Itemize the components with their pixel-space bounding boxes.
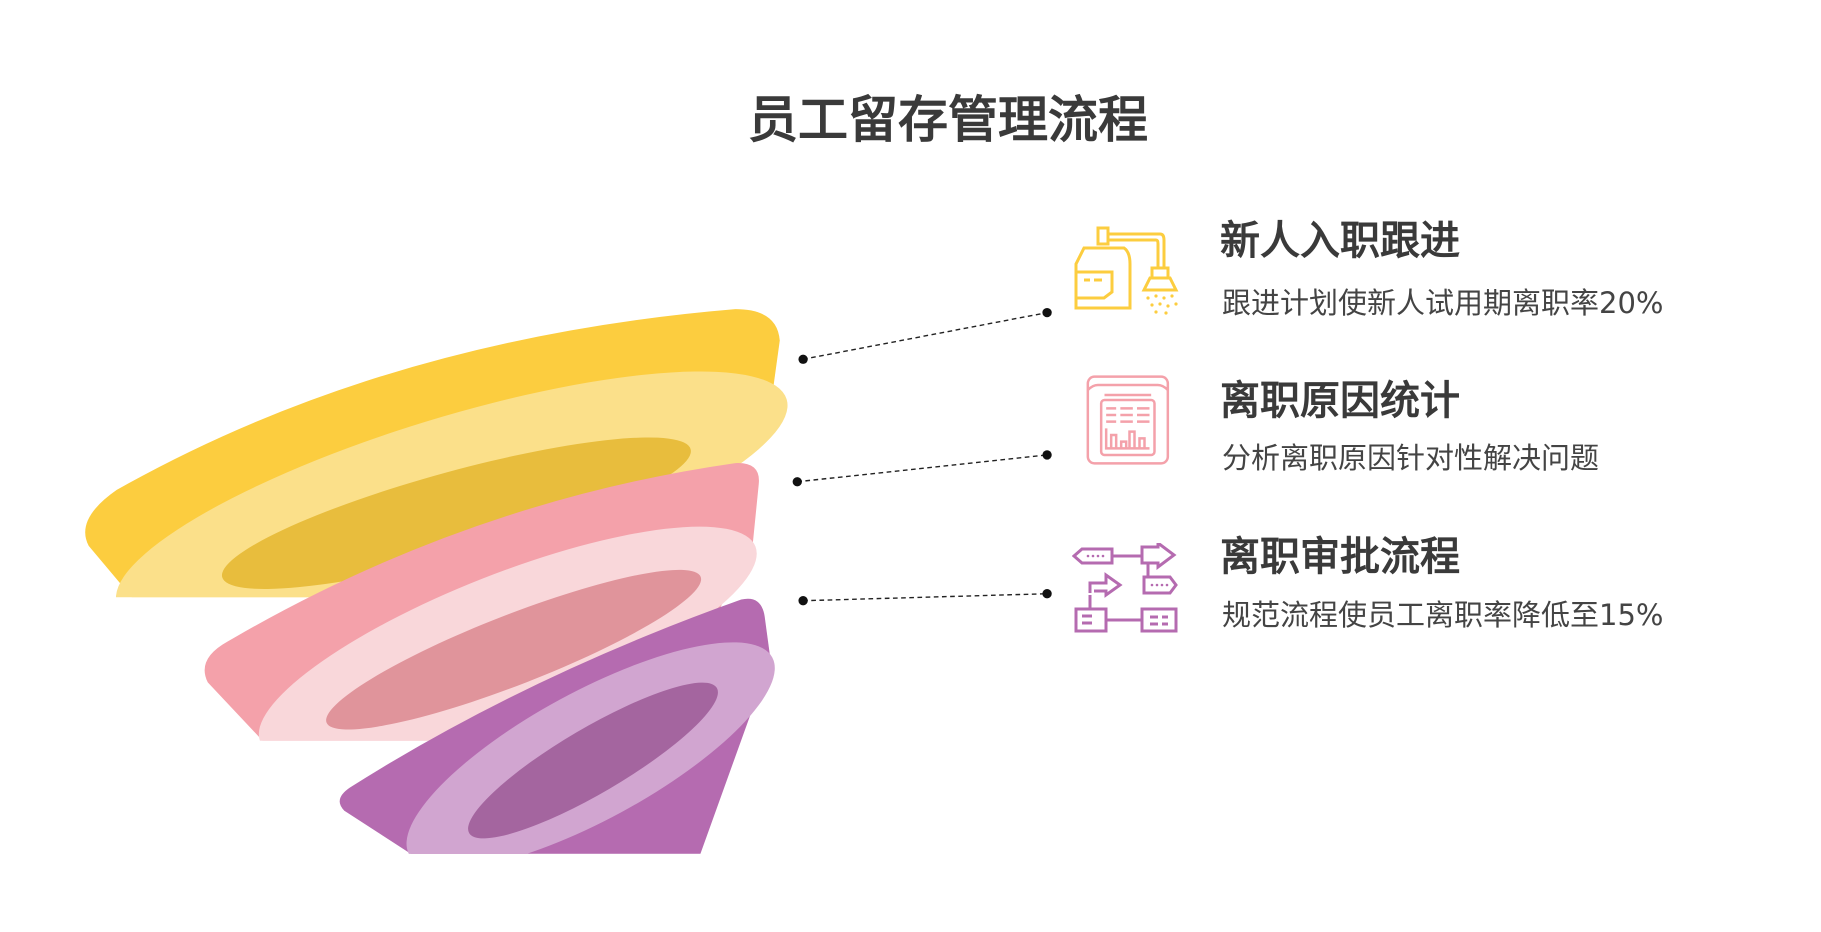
stage-1-heading: 新人入职跟进 bbox=[1220, 218, 1460, 264]
flowchart-icon bbox=[1072, 543, 1178, 633]
stage-3-description: 规范流程使员工离职率降低至15% bbox=[1222, 598, 1664, 632]
connector-3 bbox=[798, 589, 1052, 606]
funnel-layer-3 bbox=[339, 598, 775, 854]
connector-2 bbox=[792, 450, 1052, 487]
page-title: 员工留存管理流程 bbox=[748, 91, 1148, 149]
connector-1 bbox=[798, 307, 1052, 364]
faucet-machine-icon bbox=[1074, 226, 1179, 315]
report-chart-icon bbox=[1086, 375, 1170, 465]
stage-1-description: 跟进计划使新人试用期离职率20% bbox=[1222, 286, 1664, 320]
stage-3-heading: 离职审批流程 bbox=[1220, 534, 1460, 580]
stage-2-description: 分析离职原因针对性解决问题 bbox=[1222, 441, 1600, 475]
stage-2-heading: 离职原因统计 bbox=[1220, 378, 1460, 424]
